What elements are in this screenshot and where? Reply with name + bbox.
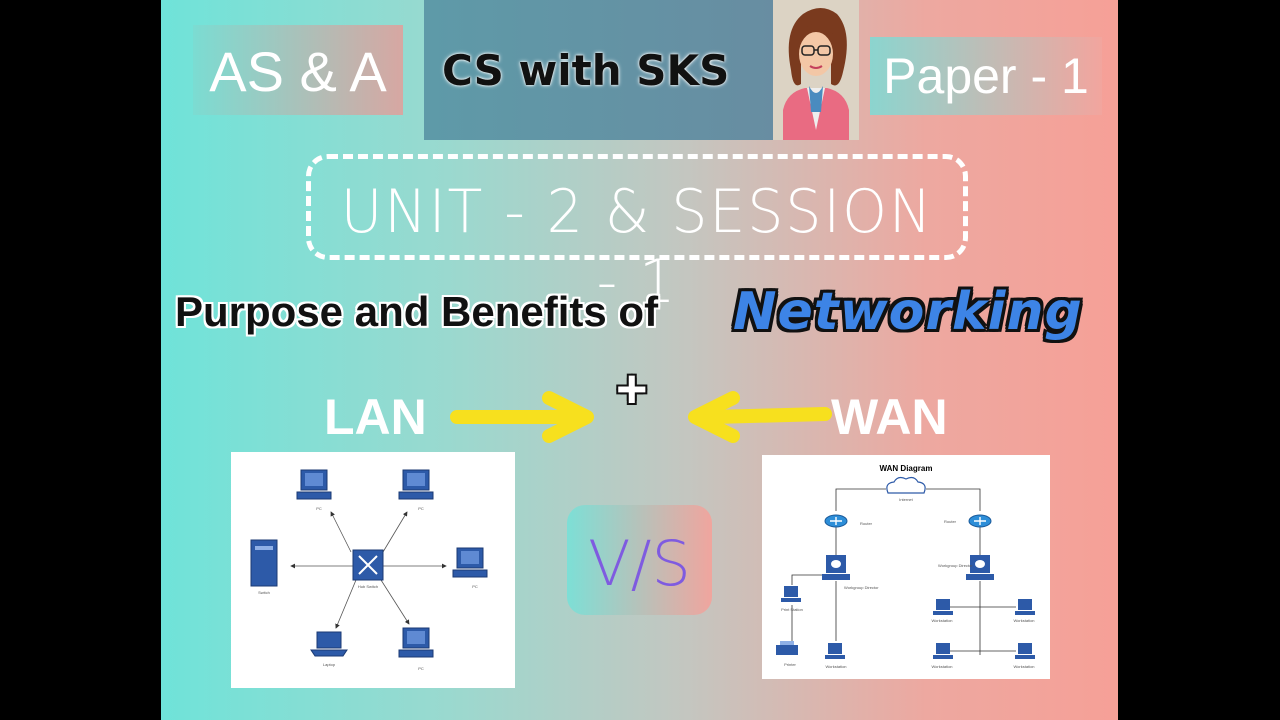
wan-label: WAN (831, 389, 948, 445)
wan-right-node-label: Workstation (1013, 618, 1034, 623)
lan-node-label: PC (418, 666, 424, 671)
level-label: AS & A (209, 40, 387, 103)
wan-router-label: Router (860, 521, 873, 526)
level-badge: AS & A (193, 25, 403, 115)
lan-node-label: Switch (258, 590, 270, 595)
computer-icon (1015, 599, 1035, 615)
channel-title: CS with SKS (442, 46, 730, 95)
presenter-avatar (773, 0, 859, 140)
computer-icon (452, 547, 488, 578)
computer-icon (296, 469, 332, 500)
computer-icon (398, 469, 434, 500)
wan-left-node-label: Printer (784, 662, 796, 667)
lan-diagram: Hub Switch PC PC Switch PC Laptop PC (231, 452, 515, 688)
arrow-right-icon (450, 391, 594, 443)
wan-left-node-label: Workstation (825, 664, 846, 669)
printer-icon (776, 641, 798, 655)
topic-highlight: Networking (733, 282, 1083, 342)
wan-right-node-label: Workstation (931, 664, 952, 669)
lan-node-label: PC (472, 584, 478, 589)
lan-label: LAN (324, 389, 427, 445)
versus-label: V/S (588, 527, 691, 600)
wan-diagram-title: WAN Diagram (880, 464, 933, 473)
plus-sign: + (616, 359, 648, 419)
router-icon (824, 514, 848, 528)
router-icon (968, 514, 992, 528)
wan-router-label: Router (944, 519, 957, 524)
thumbnail-canvas: AS & A CS with SKS Paper - 1 UNIT - 2 & … (161, 0, 1118, 720)
computer-icon (825, 643, 845, 659)
computer-icon (933, 643, 953, 659)
lan-node-label: PC (418, 506, 424, 511)
computer-icon (933, 599, 953, 615)
paper-badge: Paper - 1 (870, 37, 1102, 115)
lan-center-label: Hub Switch (358, 584, 378, 589)
computer-icon (966, 555, 994, 580)
wan-director-label: Workgroup Director (844, 585, 879, 590)
computer-icon (398, 627, 434, 658)
lan-node-label: PC (316, 506, 322, 511)
unit-session-label: UNIT - 2 & SESSION - 1 (340, 177, 934, 317)
versus-badge: V/S (567, 505, 712, 615)
wan-left-node-label: Print Station (781, 607, 803, 612)
wan-director-label: Workgroup Director (938, 563, 973, 568)
switch-icon (352, 549, 384, 581)
wan-right-node-label: Workstation (1013, 664, 1034, 669)
wan-cloud-label: Internet (899, 497, 913, 502)
lan-node-label: Laptop (323, 662, 336, 667)
computer-icon (781, 586, 801, 602)
computer-icon (822, 555, 850, 580)
wan-right-node-label: Workstation (931, 618, 952, 623)
arrow-left-icon (688, 391, 832, 443)
wan-diagram: WAN Diagram Internet Router Router Workg… (762, 455, 1050, 679)
unit-session-frame: UNIT - 2 & SESSION - 1 (306, 154, 968, 317)
computer-icon (250, 539, 278, 587)
laptop-icon (310, 631, 348, 657)
computer-icon (1015, 643, 1035, 659)
paper-label: Paper - 1 (883, 48, 1089, 104)
cloud-icon (886, 476, 926, 494)
topic-lead: Purpose and Benefits of (175, 288, 659, 335)
